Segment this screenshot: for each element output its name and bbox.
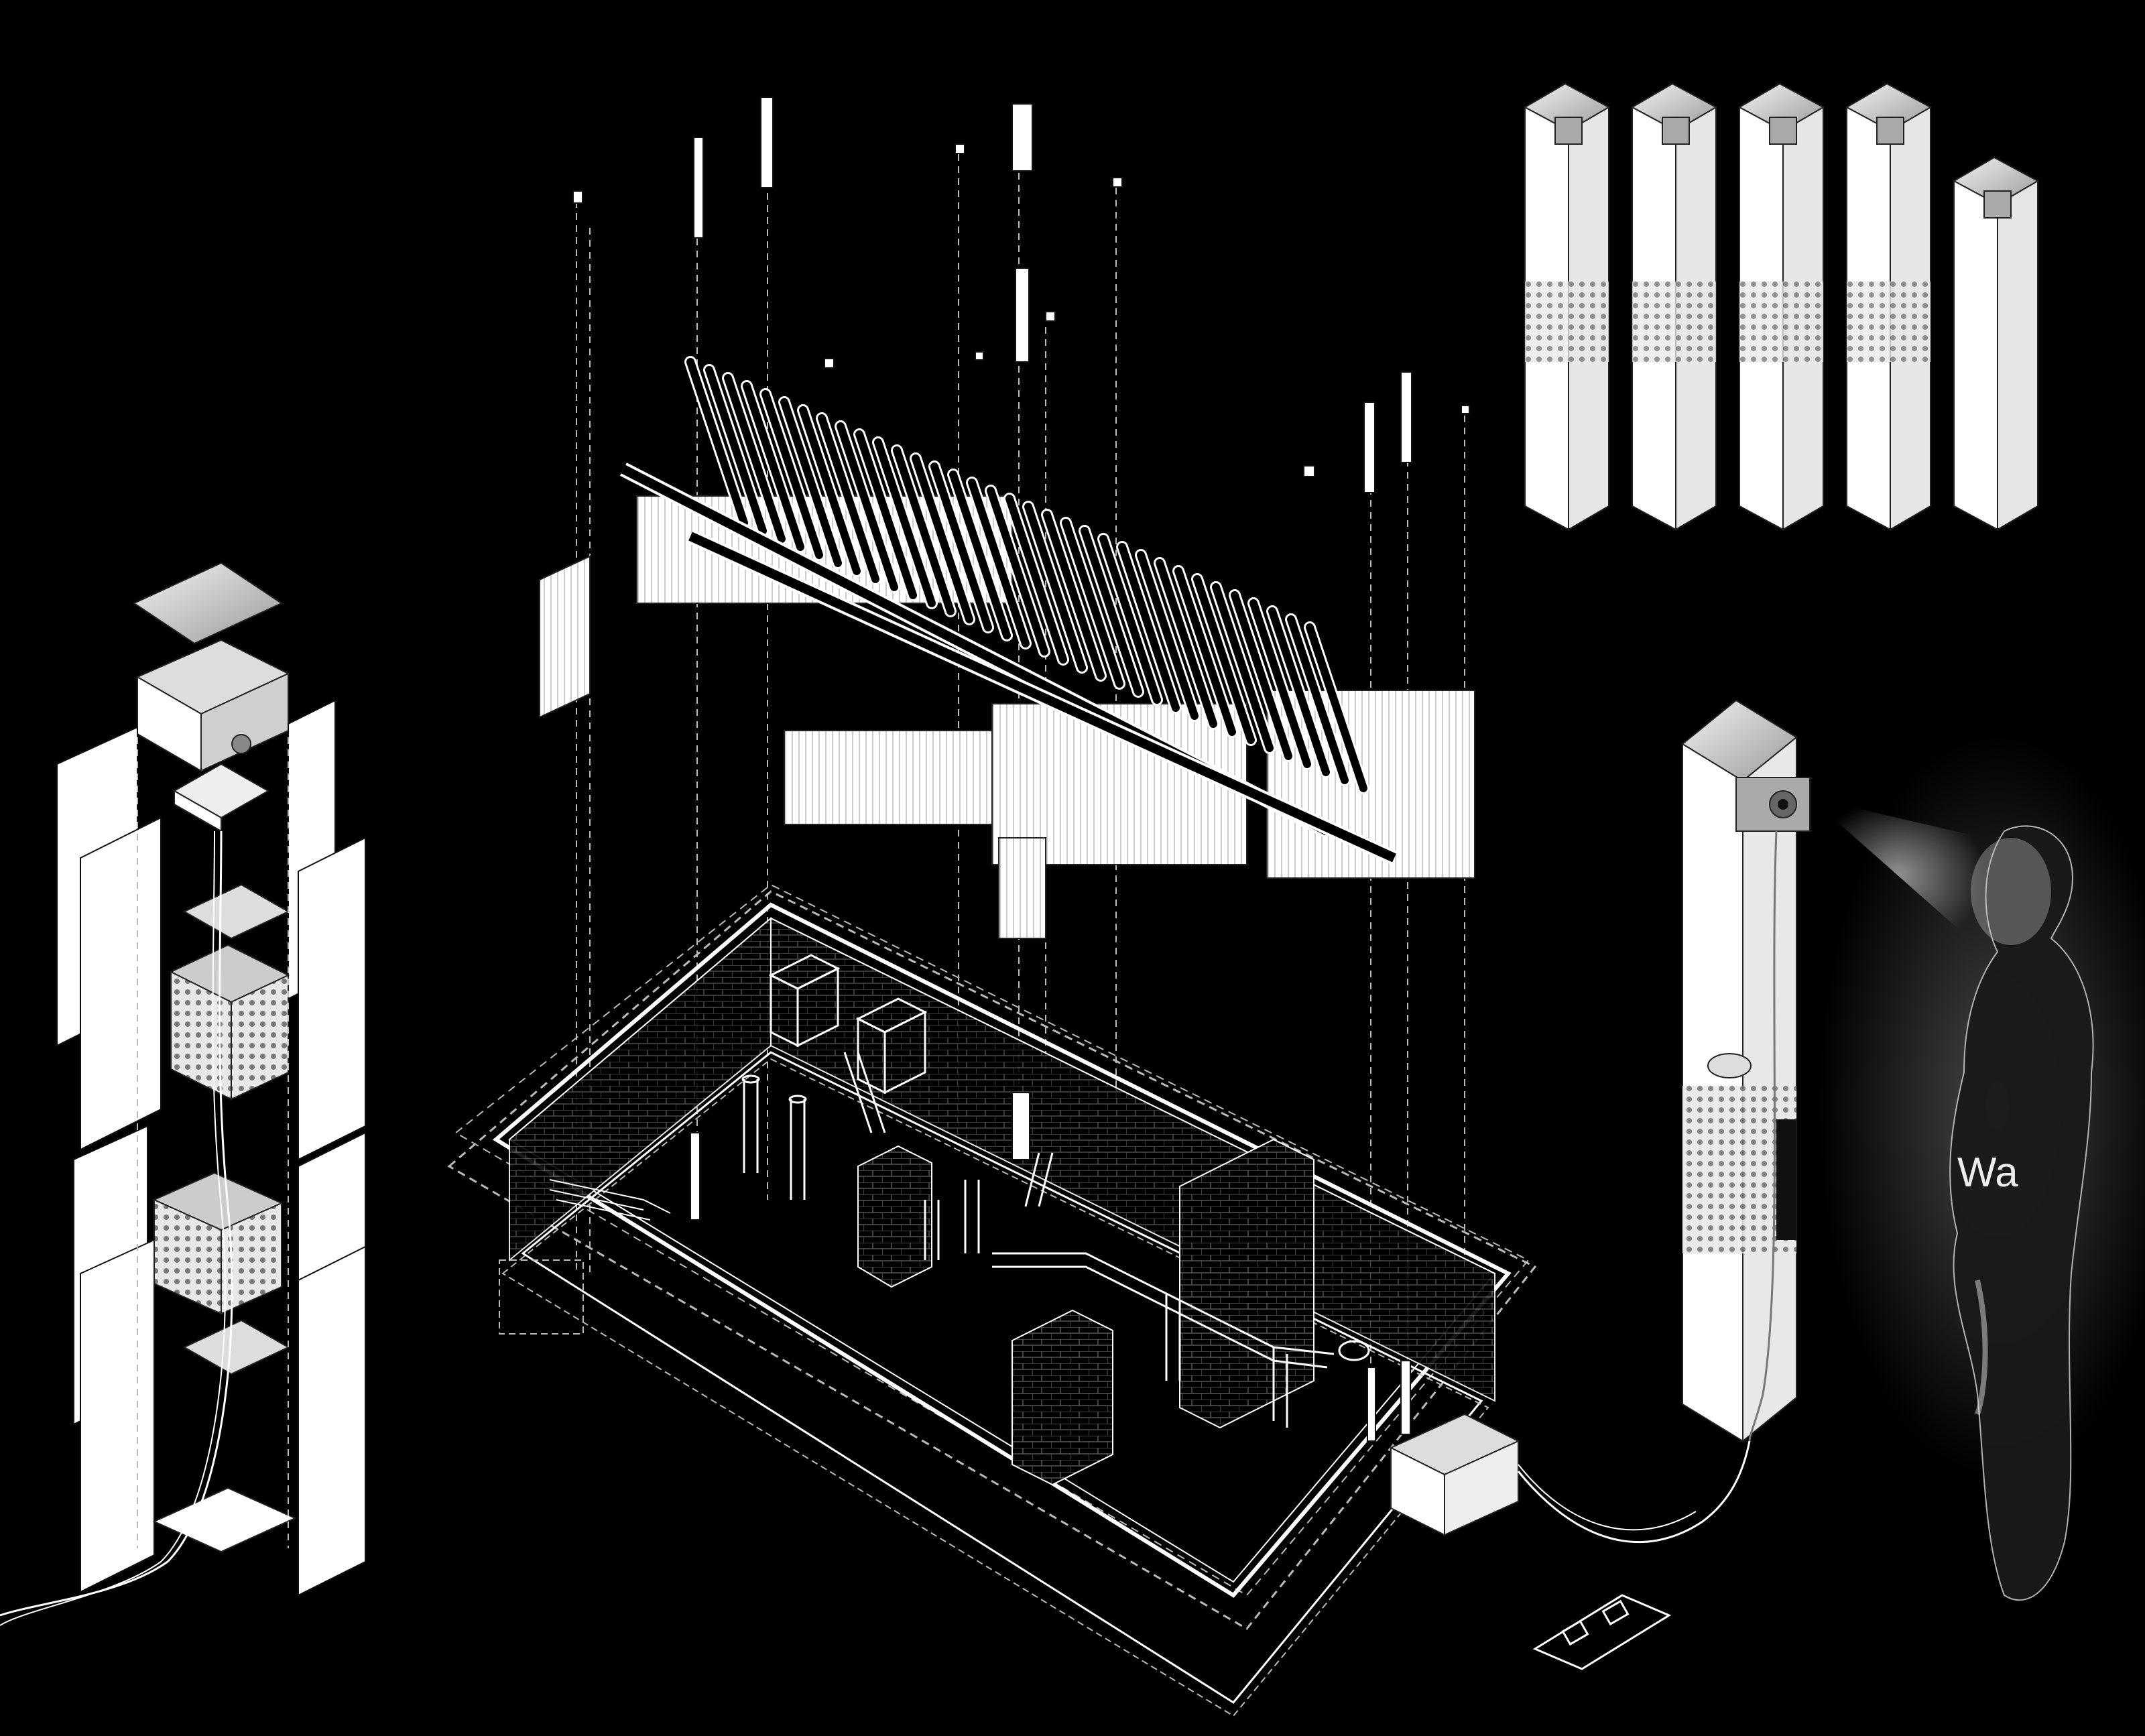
canopy-slat-core (987, 487, 1048, 656)
canopy-slat-core (837, 422, 898, 591)
fixture-standing-3 (1367, 1367, 1376, 1442)
canopy-slat-core (1024, 503, 1086, 672)
canopy-slat-core (968, 479, 1030, 647)
screen-front-low (998, 837, 1046, 939)
power-cable (1517, 1440, 1751, 1543)
canopy-slat-core (855, 430, 917, 599)
canopy-slat-core (949, 471, 1011, 639)
canopy-slat-core (818, 414, 879, 583)
projected-text: Wa (1957, 1150, 2018, 1196)
brick-pier-b (1012, 1309, 1113, 1486)
column-variation-5 (1952, 156, 2040, 531)
fixture-standing-4 (1400, 1360, 1411, 1435)
canopy-slat-core (1212, 583, 1274, 752)
canopy-slat-core (1193, 575, 1255, 744)
column-inner-bracket (172, 763, 270, 832)
canopy-slat-core (1156, 559, 1217, 728)
equipment-box-2 (855, 997, 928, 1095)
projection-screen-strip (1776, 1119, 1796, 1240)
brick-pier-a (1179, 1138, 1314, 1429)
column-device-box (135, 639, 290, 772)
column-variation-1 (1523, 82, 1611, 531)
canopy-slat-core (1231, 591, 1292, 760)
viewer-figure: Wa (1810, 731, 2145, 1601)
column-variation-4 (1845, 82, 1933, 531)
slatted-canopy (539, 356, 1475, 939)
fixture-standing-2 (1012, 1092, 1030, 1160)
canopy-slat-core (1118, 543, 1180, 712)
exploded-column-assembly (0, 562, 366, 1626)
canopy-slat-core (874, 438, 936, 607)
canopy-slat-core (1081, 527, 1142, 696)
column-cable (1748, 830, 1778, 1442)
canopy-slat-core (893, 446, 955, 615)
canopy-slat-core (761, 390, 823, 559)
canopy-slat-core (930, 462, 992, 631)
screen-front-right (991, 703, 1247, 865)
room-floor-outline (492, 902, 1512, 1598)
assembled-column (1681, 699, 1811, 1443)
canopy-slat-core (743, 382, 804, 551)
screen-left (539, 555, 591, 719)
canopy-slat-core (1287, 615, 1349, 784)
canopy-slat-core (1043, 511, 1105, 680)
column-power-cable (0, 830, 233, 1617)
column-panel-right-base (298, 1245, 366, 1597)
perforated-sleeve-upper (169, 944, 290, 1101)
floating-components (572, 97, 1470, 493)
entry-steps (549, 1179, 671, 1221)
power-outlet-icon (1532, 1594, 1672, 1670)
canopy-slat-core (799, 406, 861, 575)
brick-pier-c (857, 1145, 932, 1288)
column-panel-left-base (80, 1239, 155, 1593)
column-panel-right-mid (298, 836, 366, 1161)
column-panel-left-mid (80, 816, 162, 1151)
column-frame-plate-lower (182, 1319, 290, 1375)
column-variation-2 (1630, 82, 1718, 531)
equipment-box-1 (768, 954, 841, 1048)
canopy-slat-core (724, 374, 786, 543)
fixture-standing-1 (690, 1132, 700, 1221)
canopy-slat-core (1249, 599, 1311, 768)
base-room-enclosure (447, 883, 1537, 1717)
canopy-slat-core (1137, 551, 1199, 720)
perforated-sleeve-lower (152, 1172, 284, 1315)
canopy-slat-core (686, 358, 748, 527)
canopy-slat-core (912, 454, 973, 623)
camera-eye-icon (1735, 777, 1811, 832)
canopy-slat-core (1062, 519, 1123, 688)
column-variations-row (1523, 82, 2040, 531)
column-top-cap (132, 562, 284, 645)
column-frame-plate-upper (182, 883, 290, 940)
canopy-slat-core (1099, 535, 1161, 704)
canopy-slat-core (780, 398, 842, 567)
speaker-disc (1707, 1053, 1752, 1078)
canopy-slat-core (1306, 623, 1367, 792)
canopy-slats (684, 356, 1369, 794)
canopy-slat-core (705, 366, 767, 535)
power-transformer-box (1389, 1413, 1520, 1536)
canopy-slat-core (1174, 567, 1236, 736)
column-variation-3 (1737, 82, 1825, 531)
pipe-network (741, 1052, 1370, 1428)
figure-silhouette (1949, 825, 2094, 1601)
column-base-plate (152, 1487, 297, 1553)
canopy-slat-core (1005, 495, 1067, 664)
canopy-slat-core (1268, 607, 1330, 776)
